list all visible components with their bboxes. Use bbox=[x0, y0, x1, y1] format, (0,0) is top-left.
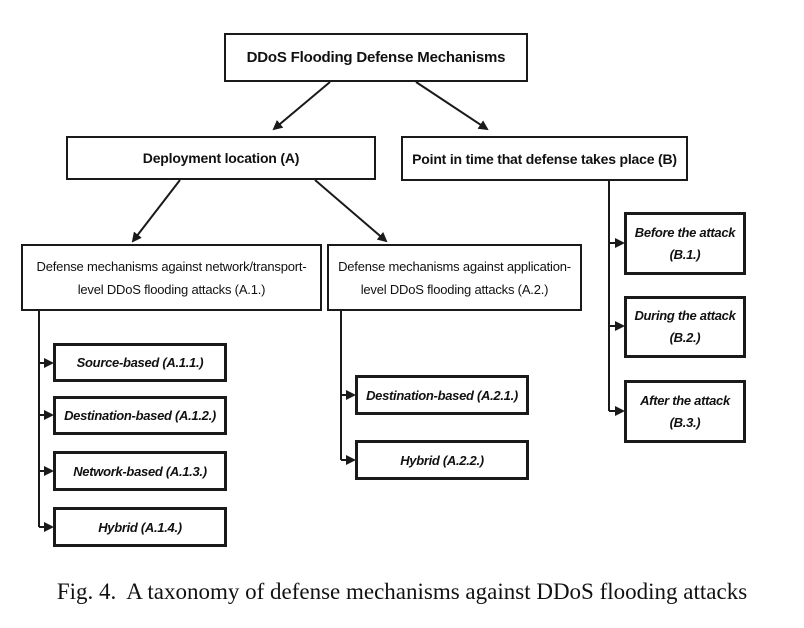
arrow-root-to-b bbox=[415, 81, 489, 131]
leaf-label-line1: Before the attack bbox=[634, 224, 736, 240]
figure-caption-text: A taxonomy of defense mechanisms against… bbox=[126, 579, 748, 604]
root-node: DDoS Flooding Defense Mechanisms bbox=[224, 33, 528, 82]
leaf-label-line2: (B.1.) bbox=[669, 246, 701, 262]
arrow-a-to-a1 bbox=[131, 179, 181, 243]
leaf-label-line2: (B.2.) bbox=[669, 330, 701, 345]
root-label: DDoS Flooding Defense Mechanisms bbox=[246, 49, 506, 66]
leaf-label-line2: (B.3.) bbox=[669, 414, 701, 430]
leaf-label: Source-based (A.1.1.) bbox=[76, 355, 204, 370]
application-level-label-line1: Defense mechanisms against application- bbox=[338, 258, 571, 274]
defense-timing-label: Point in time that defense takes place (… bbox=[412, 150, 677, 167]
leaf-destination-based-a21: Destination-based (A.2.1.) bbox=[355, 375, 529, 415]
leaf-label: Destination-based (A.2.1.) bbox=[366, 387, 518, 403]
leaf-during-attack: During the attack (B.2.) bbox=[624, 296, 746, 358]
leaf-network-based: Network-based (A.1.3.) bbox=[53, 451, 227, 491]
arrow-a-to-a2 bbox=[314, 179, 388, 243]
leaf-label-line1: During the attack bbox=[634, 308, 736, 323]
leaf-label: Destination-based (A.1.2.) bbox=[64, 408, 216, 423]
defense-timing-node: Point in time that defense takes place (… bbox=[401, 136, 688, 181]
network-transport-label-line1: Defense mechanisms against network/trans… bbox=[36, 258, 307, 274]
network-transport-label-line2: level DDoS flooding attacks (A.1.) bbox=[77, 281, 266, 297]
leaf-destination-based-a12: Destination-based (A.1.2.) bbox=[53, 396, 227, 435]
leaf-hybrid-a14: Hybrid (A.1.4.) bbox=[53, 507, 227, 547]
network-transport-node: Defense mechanisms against network/trans… bbox=[21, 244, 322, 311]
application-level-label-line2: level DDoS flooding attacks (A.2.) bbox=[360, 281, 549, 297]
deployment-location-label: Deployment location (A) bbox=[142, 150, 300, 166]
figure-number: Fig. 4. bbox=[56, 579, 117, 604]
deployment-location-node: Deployment location (A) bbox=[66, 136, 376, 180]
leaf-after-attack: After the attack (B.3.) bbox=[624, 380, 746, 443]
figure-caption: Fig. 4. A taxonomy of defense mechanisms … bbox=[0, 579, 804, 605]
leaf-label: Hybrid (A.1.4.) bbox=[98, 519, 182, 535]
leaf-hybrid-a22: Hybrid (A.2.2.) bbox=[355, 440, 529, 480]
leaf-label: Hybrid (A.2.2.) bbox=[400, 452, 484, 468]
leaf-before-attack: Before the attack (B.1.) bbox=[624, 212, 746, 275]
leaf-source-based: Source-based (A.1.1.) bbox=[53, 343, 227, 382]
leaf-label: Network-based (A.1.3.) bbox=[73, 463, 207, 479]
application-level-node: Defense mechanisms against application- … bbox=[327, 244, 582, 311]
arrow-root-to-a bbox=[272, 81, 331, 131]
leaf-label-line1: After the attack bbox=[640, 392, 730, 408]
